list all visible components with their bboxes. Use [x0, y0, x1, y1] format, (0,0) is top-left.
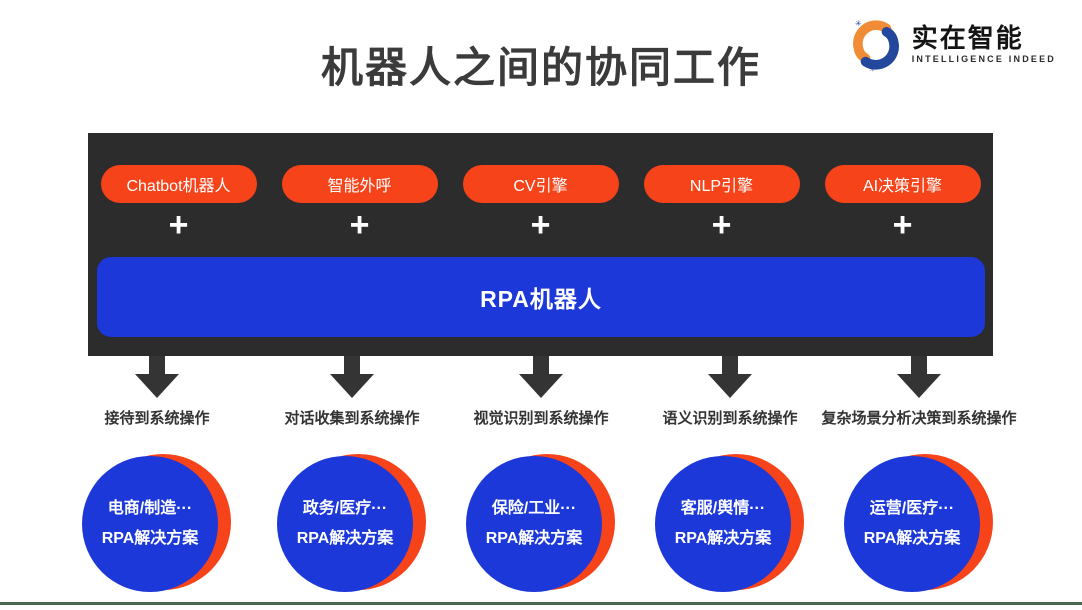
circle-content: 电商/制造··· RPA解决方案	[82, 456, 218, 592]
engine-pill-outbound-call: 智能外呼	[281, 165, 438, 203]
down-arrow-icon	[708, 356, 752, 398]
engine-pill-ai-decision: AI决策引擎	[824, 165, 981, 203]
brand-swirl-icon: ✳ ✳	[852, 19, 899, 73]
engine-row: Chatbot机器人 智能外呼 CV引擎 NLP引擎 AI决策引擎	[88, 165, 993, 203]
circle-line2: RPA解决方案	[863, 530, 961, 547]
circle-line2: RPA解决方案	[101, 530, 199, 547]
bottom-divider	[0, 602, 1082, 605]
flow-label: 视觉识别到系统操作	[473, 410, 609, 427]
flow-column-semantic-recognition: 语义识别到系统操作 客服/舆情··· RPA解决方案	[610, 356, 850, 594]
circle-line1: 客服/舆情···	[680, 500, 766, 517]
plus-row: + + + + +	[88, 207, 993, 243]
brand-name: 实在智能	[911, 23, 1024, 54]
circle-line1: 运营/医疗···	[869, 500, 955, 517]
down-arrow-icon	[330, 356, 374, 398]
circle-content: 政务/医疗··· RPA解决方案	[277, 456, 413, 592]
plus-icon: +	[168, 206, 189, 244]
flow-column-complex-scene-decision: 复杂场景分析决策到系统操作 运营/医疗··· RPA解决方案	[799, 356, 1039, 594]
down-arrow-icon	[519, 356, 563, 398]
page-title: 机器人之间的协同工作	[320, 44, 761, 91]
flow-label: 对话收集到系统操作	[284, 410, 420, 427]
solution-circle: 政务/医疗··· RPA解决方案	[277, 454, 427, 594]
circle-line2: RPA解决方案	[485, 530, 583, 547]
engine-pill-nlp: NLP引擎	[643, 165, 800, 203]
down-arrow-icon	[135, 356, 179, 398]
down-arrow-icon	[897, 356, 941, 398]
circle-content: 客服/舆情··· RPA解决方案	[655, 456, 791, 592]
flow-label: 接待到系统操作	[104, 410, 210, 427]
engine-pill-chatbot: Chatbot机器人	[100, 165, 257, 203]
solution-circle: 运营/医疗··· RPA解决方案	[844, 454, 994, 594]
solution-circle: 保险/工业··· RPA解决方案	[466, 454, 616, 594]
circle-line2: RPA解决方案	[674, 530, 772, 547]
brand-logo: ✳ ✳ 实在智能 INTELLIGENCE INDEED	[848, 16, 1056, 74]
solution-circle: 客服/舆情··· RPA解决方案	[655, 454, 805, 594]
plus-icon: +	[892, 206, 913, 244]
plus-icon: +	[530, 206, 551, 244]
engine-pill-cv: CV引擎	[462, 165, 619, 203]
flow-label: 复杂场景分析决策到系统操作	[821, 410, 1017, 427]
solution-circle: 电商/制造··· RPA解决方案	[82, 454, 232, 594]
brand-text: 实在智能 INTELLIGENCE INDEED	[911, 23, 1056, 65]
svg-text:✳: ✳	[855, 19, 862, 28]
circle-content: 保险/工业··· RPA解决方案	[466, 456, 602, 592]
engines-panel: Chatbot机器人 智能外呼 CV引擎 NLP引擎 AI决策引擎 + + + …	[88, 133, 993, 356]
rpa-bar: RPA机器人	[97, 257, 985, 337]
brand-subtitle: INTELLIGENCE INDEED	[911, 54, 1056, 65]
circle-line1: 政务/医疗···	[302, 500, 388, 517]
circle-line1: 保险/工业···	[491, 500, 577, 517]
circle-content: 运营/医疗··· RPA解决方案	[844, 456, 980, 592]
svg-text:✳: ✳	[869, 64, 876, 73]
flow-label: 语义识别到系统操作	[662, 410, 798, 427]
flow-column-dialog-collection: 对话收集到系统操作 政务/医疗··· RPA解决方案	[232, 356, 472, 594]
circle-line1: 电商/制造···	[107, 500, 193, 517]
flow-column-reception: 接待到系统操作 电商/制造··· RPA解决方案	[37, 356, 277, 594]
plus-icon: +	[711, 206, 732, 244]
plus-icon: +	[349, 206, 370, 244]
circle-line2: RPA解决方案	[296, 530, 394, 547]
rpa-bar-label: RPA机器人	[480, 286, 602, 312]
flow-column-visual-recognition: 视觉识别到系统操作 保险/工业··· RPA解决方案	[421, 356, 661, 594]
